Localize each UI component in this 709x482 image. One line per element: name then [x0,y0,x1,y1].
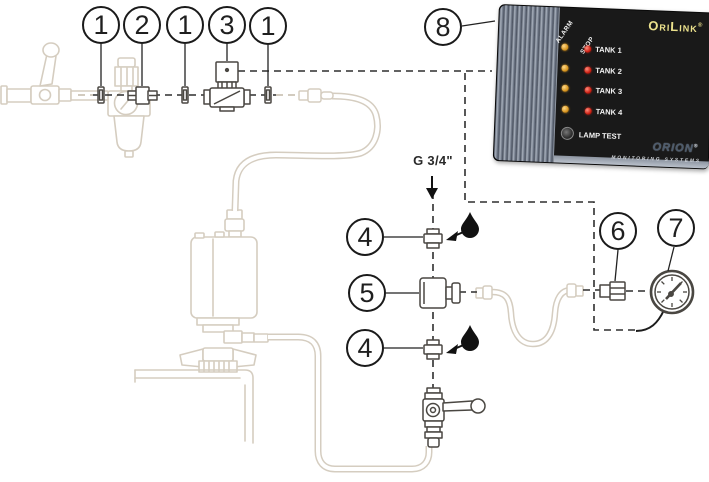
callout-label: 3 [219,9,235,40]
pressure-gauge-7 [649,269,695,315]
callout-label: 2 [134,9,150,40]
brand-text: OriLink [647,18,699,35]
gauge-branch-hose [491,286,572,348]
fitting-adapter-6 [599,281,626,301]
orion-logo: ORION® [652,141,698,155]
callout-2: 2 [123,6,161,44]
stop-led-tank4 [584,107,592,115]
pipe-size-label: G 3/4" [413,153,453,168]
hoses [231,92,572,473]
arrow-line-bottom [451,342,469,351]
callout-4-bottom: 4 [346,329,384,367]
callout-1-second: 1 [166,6,204,44]
callout-label: 8 [435,11,451,42]
orion-registered-mark: ® [693,143,699,150]
stop-led-tank1 [584,45,592,53]
wire-panel-to-gauge [464,73,636,331]
callout-label: 5 [359,277,375,308]
leader-lines [100,20,675,349]
panel-heatsink-ribs [493,5,560,163]
alarm-led-tank3 [561,84,569,92]
callout-label: 6 [610,215,626,246]
callout-3: 3 [208,6,246,44]
lamp-test-button [560,126,575,141]
callout-5: 5 [348,274,386,312]
tee-fitting-5 [419,277,461,309]
callout-4-top: 4 [346,218,384,256]
pipe-size-arrow-head [426,188,438,199]
callout-8: 8 [424,8,462,46]
air-shutoff-valve [0,42,72,105]
arrow-line-top [451,229,469,238]
panel-brand: OriLink® [648,18,703,35]
callout-label: 4 [357,332,373,363]
callout-label: 1 [260,10,276,41]
solenoid-valve-3 [203,61,251,112]
callout-label: 1 [93,9,109,40]
alarm-led-tank1 [561,43,569,51]
ball-valve [422,387,486,448]
orilink-panel: OriLink® ALARM STOP TANK 1 TANK 2 TANK 3… [492,4,709,170]
lamp-test-label: LAMP TEST [578,130,622,142]
oil-drop-icon-bottom [461,325,479,351]
air-filter-regulator [70,57,151,158]
alarm-led-tank2 [561,64,569,72]
callout-1-third: 1 [249,7,287,45]
bung-adapter [179,347,257,373]
oil-pump [190,209,269,344]
stop-led-tank2 [584,66,592,74]
tank1-label: TANK 1 [595,44,622,55]
oil-drop-icon-top [461,212,479,238]
alarm-led-tank4 [561,105,569,113]
branch-hose-connectors [475,283,584,300]
fitting-nipple-1a [97,86,105,104]
fitting-4-bottom [423,339,443,360]
fitting-4-top [423,228,443,249]
fitting-nipple-1b [181,86,189,104]
pump-outlet-hose [268,333,433,473]
air-hose-connector [298,88,334,103]
stop-led-tank3 [584,86,592,94]
fitting-nipple-1c [264,86,272,104]
callout-label: 1 [177,9,193,40]
callout-7: 7 [657,209,695,247]
callout-label: 7 [668,212,684,243]
air-inlet-hose [231,92,381,212]
gauge-cable [635,309,665,332]
registered-mark: ® [697,22,703,29]
orion-logo-text: ORION [652,141,694,155]
fitting-union-2 [127,86,158,105]
tank4-label: TANK 4 [595,106,623,118]
tank3-label: TANK 3 [595,85,623,97]
callout-label: 4 [357,221,373,252]
oil-tank [134,369,254,444]
callout-1-first: 1 [82,6,120,44]
tank2-label: TANK 2 [595,65,623,76]
callout-6: 6 [599,212,637,250]
